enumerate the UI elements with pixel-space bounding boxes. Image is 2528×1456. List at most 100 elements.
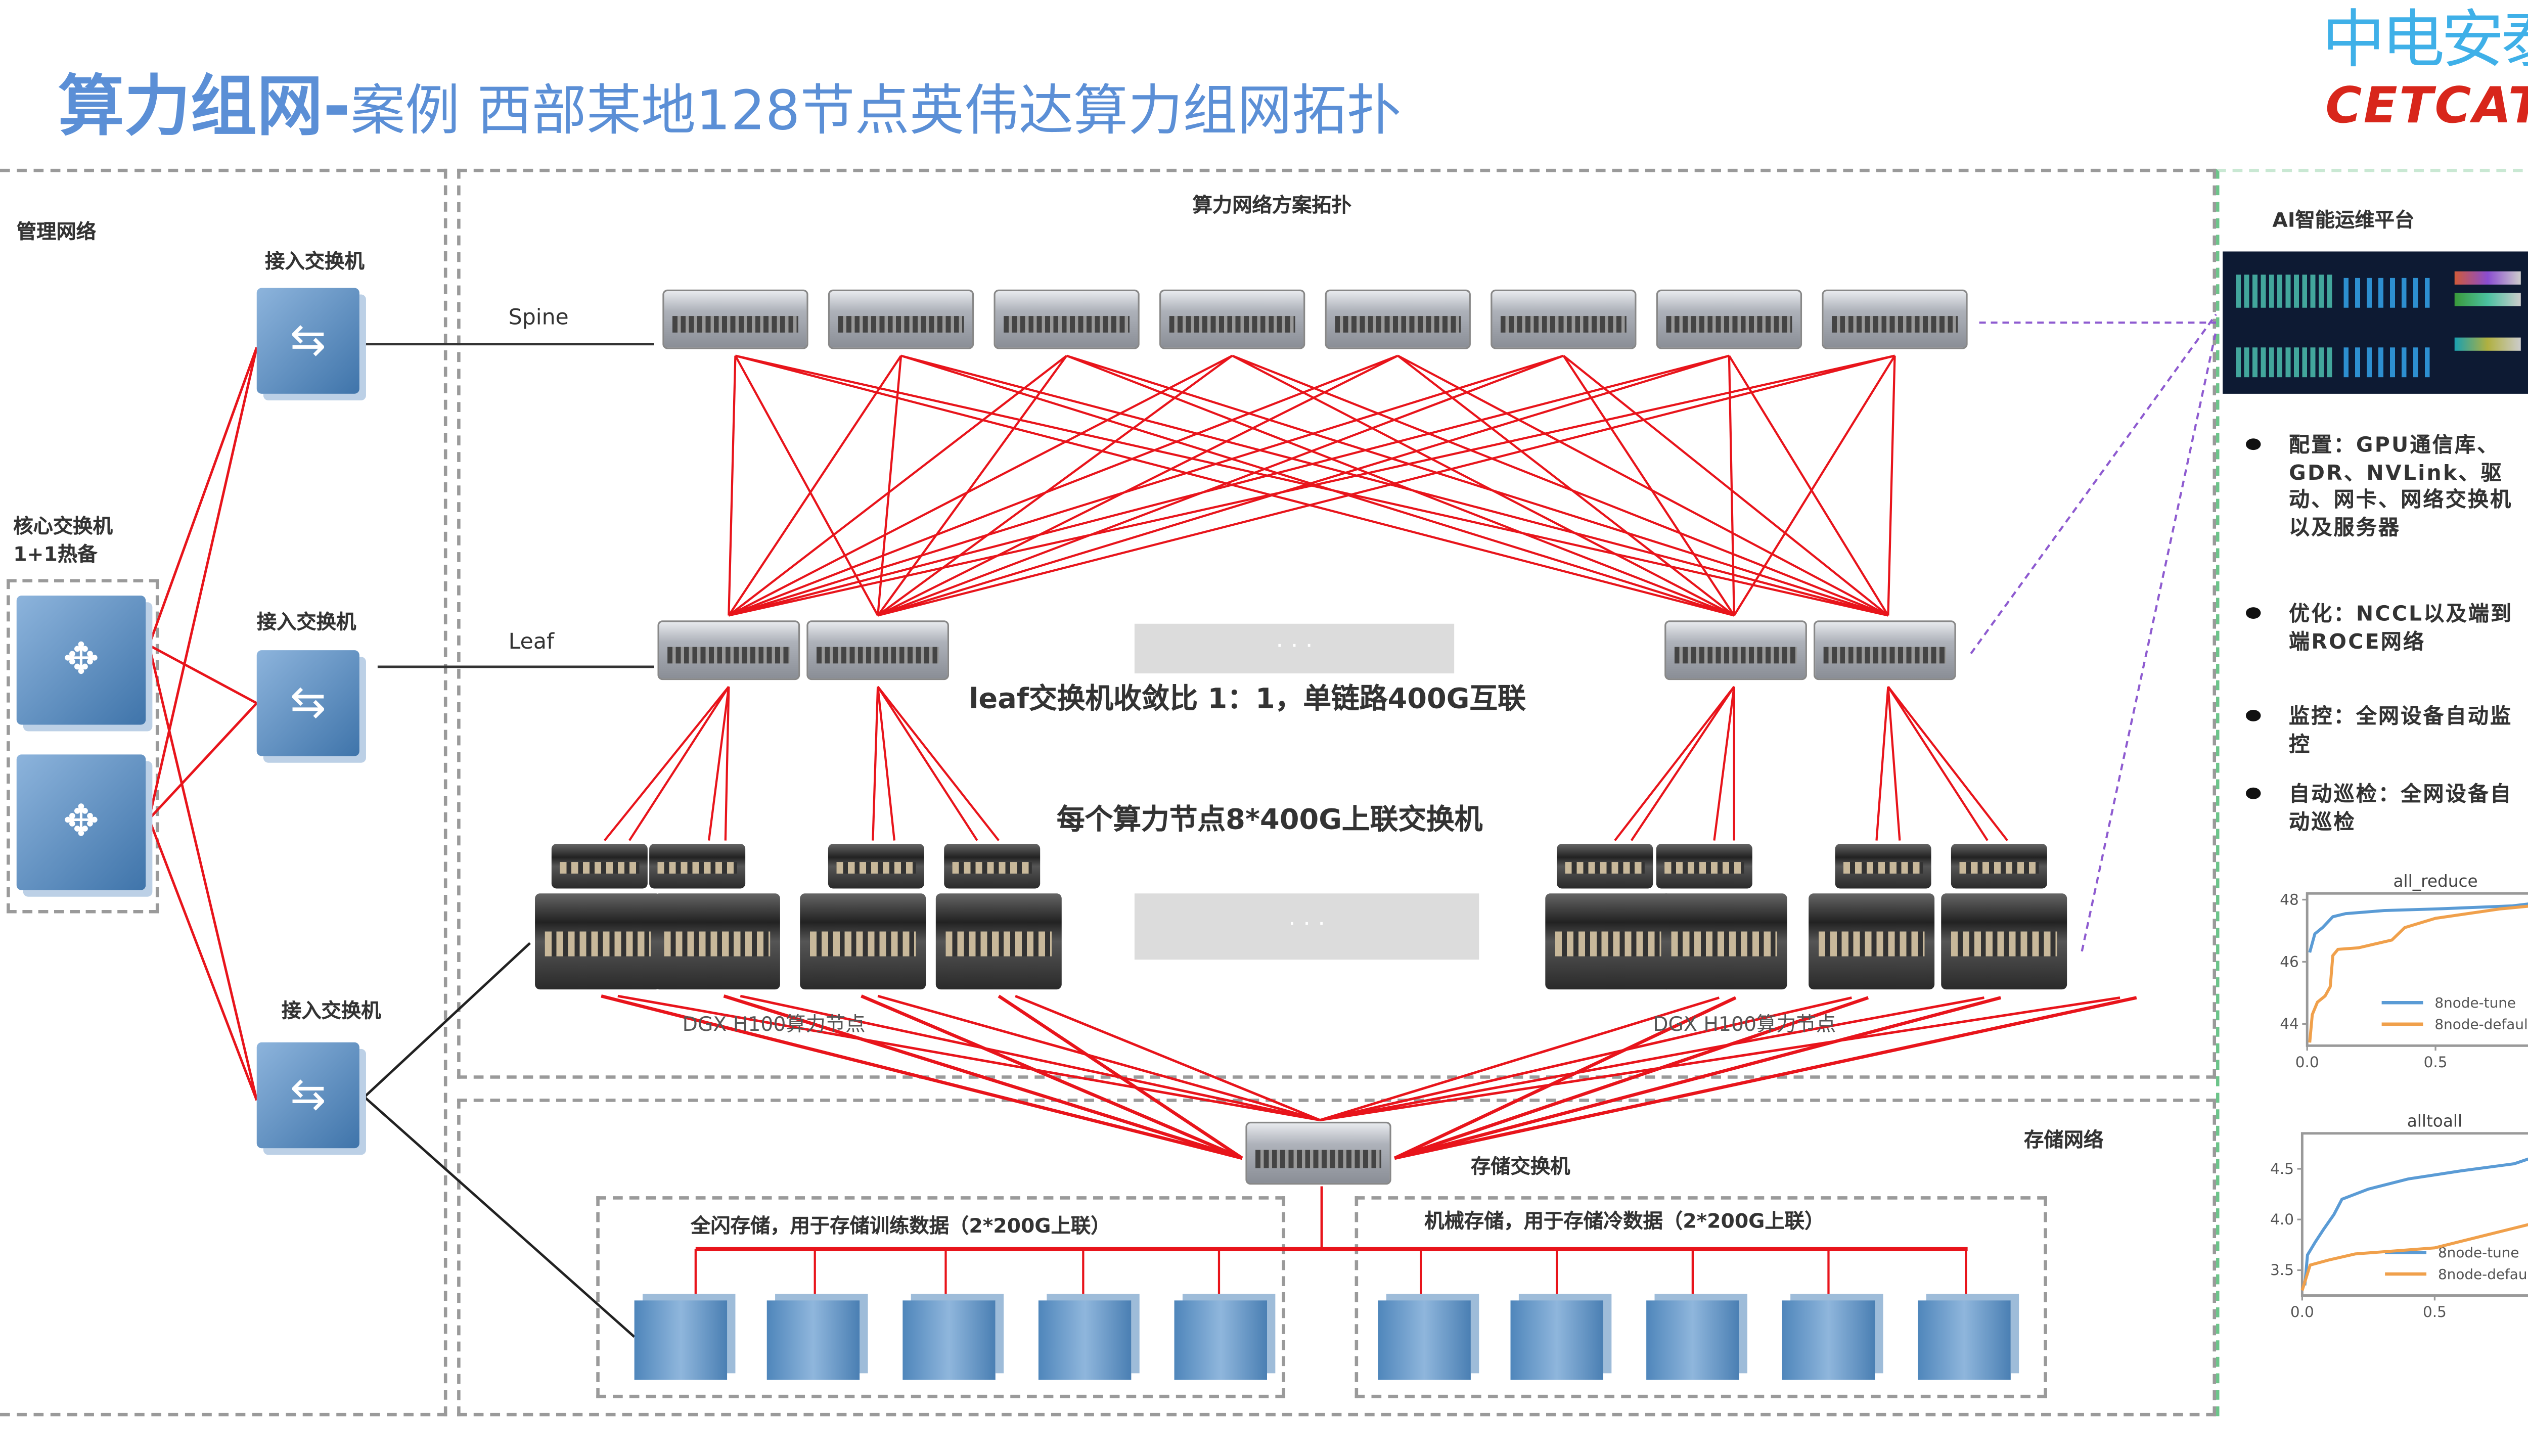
dgx-node-top xyxy=(649,844,746,889)
legend-label: 8node-default xyxy=(2434,1016,2528,1033)
dgx-node xyxy=(935,893,1062,990)
page-title: 算力组网-案例 西部某地128节点英伟达算力组网拓扑 xyxy=(58,66,1402,162)
y-tick-label: 46 xyxy=(2280,953,2299,970)
dgx-label-right: DGX H100算力节点 xyxy=(1653,1012,1836,1036)
storage-switch xyxy=(1245,1121,1391,1185)
management-region xyxy=(0,168,447,1417)
spine-leaf-link xyxy=(877,354,1398,617)
spine-switch xyxy=(1822,289,1968,349)
spine-leaf-link xyxy=(900,354,1888,617)
series-line-8node-default xyxy=(2308,904,2528,1043)
access-switch-icon: ⇆ xyxy=(256,650,359,756)
y-tick-label: 4.5 xyxy=(2270,1160,2294,1177)
dgx-storage-link xyxy=(1394,996,2002,1160)
series-line-8node-tune xyxy=(2308,902,2528,953)
dgx-node xyxy=(1809,893,1935,990)
dgx-storage-link xyxy=(723,994,1243,1160)
core-switch-group xyxy=(7,579,159,914)
dgx-node xyxy=(1661,893,1787,990)
storage-array xyxy=(1918,1300,2011,1380)
core-access-link xyxy=(148,702,258,820)
spine-leaf-link xyxy=(728,354,1895,617)
storage-region xyxy=(457,1099,2217,1417)
core-switch-icon: ✥ xyxy=(16,754,146,890)
y-tick-label: 4.0 xyxy=(2270,1211,2294,1228)
leaf-dgx-link xyxy=(628,686,730,841)
spine-leaf-link xyxy=(1563,354,1889,617)
title-bold: 算力组网- xyxy=(58,69,351,146)
storage-switch-label: 存储交换机 xyxy=(1470,1155,1570,1178)
dgx-storage-link xyxy=(1015,994,1321,1121)
storage-array xyxy=(634,1300,728,1380)
spine-leaf-link xyxy=(728,354,1564,617)
x-tick-label: 0.0 xyxy=(2290,1303,2314,1321)
legend-label: 8node-tune xyxy=(2438,1244,2519,1261)
logo-cn: 中电安泰 xyxy=(2322,3,2528,76)
dgx-storage-link xyxy=(1320,996,1852,1122)
leaf-dgx-link xyxy=(1887,686,1989,841)
bullet-dot-icon xyxy=(2245,438,2261,450)
storage-array xyxy=(1510,1300,1603,1380)
ai-panel-title: AI智能运维平台 xyxy=(2272,208,2415,232)
access-switch-icon: ⇆ xyxy=(256,1042,359,1149)
storage-array xyxy=(1038,1300,1132,1380)
spine-leaf-link xyxy=(1887,355,1896,616)
spine-leaf-link xyxy=(1733,355,1896,616)
spine-leaf-link xyxy=(877,354,1233,617)
spine-leaf-link xyxy=(1232,354,1735,617)
spine-leaf-link xyxy=(1066,354,1889,617)
performance-charts: all_reduce4446480.00.51.08node-tune8node… xyxy=(2270,872,2528,1321)
leaf-note: leaf交换机收敛比 1：1，单链路400G互联 xyxy=(969,683,1526,717)
spine-switch xyxy=(662,289,808,349)
spine-leaf-link xyxy=(728,354,1233,617)
core-label: 核心交换机 xyxy=(13,514,113,538)
dgx-node-top xyxy=(828,844,924,889)
dgx-node xyxy=(654,893,780,990)
x-tick-label: 0.0 xyxy=(2295,1054,2319,1071)
dgx-node xyxy=(1545,893,1672,990)
core-switch-icon: ✥ xyxy=(16,596,146,725)
dgx-node-top xyxy=(1951,844,2047,889)
leaf-dgx-link xyxy=(724,687,730,841)
logo-en: CETCAT xyxy=(2325,77,2528,136)
spine-leaf-link xyxy=(728,355,737,616)
spine-leaf-link xyxy=(877,355,1068,616)
spine-leaf-link xyxy=(877,355,902,616)
leaf-dgx-link xyxy=(877,686,978,841)
node-monitor-link xyxy=(2081,331,2218,952)
flash-storage-label: 全闪存储，用于存储训练数据（2*200G上联） xyxy=(691,1214,1111,1238)
storage-array xyxy=(766,1300,860,1380)
spine-leaf-link xyxy=(728,354,1730,617)
leaf-switch xyxy=(1814,620,1956,680)
ops-dashboard-thumbnail xyxy=(2223,251,2528,394)
dgx-storage-link xyxy=(998,994,1243,1160)
access-switch-label: 接入交换机 xyxy=(265,250,365,273)
core-access-link xyxy=(148,347,258,646)
dgx-storage-link xyxy=(740,994,1321,1122)
ai-ops-region xyxy=(2216,168,2528,1417)
dgx-node xyxy=(1941,893,2067,990)
leaf-ellipsis: · · · xyxy=(1134,623,1455,673)
hdd-storage-label: 机械存储，用于存储冷数据（2*200G上联） xyxy=(1424,1209,1825,1233)
y-tick-label: 3.5 xyxy=(2270,1261,2294,1279)
storage-array xyxy=(1782,1300,1875,1380)
dgx-storage-link xyxy=(601,994,1243,1160)
leaf-dgx-link xyxy=(1630,686,1735,841)
spine-leaf-link xyxy=(728,355,902,616)
spine-leaf-link xyxy=(1562,355,1735,616)
spine-leaf-link xyxy=(877,354,1895,617)
legend-label: 8node-tune xyxy=(2434,994,2516,1011)
spine-leaf-link xyxy=(1728,355,1735,616)
leaf-dgx-link xyxy=(1614,686,1735,841)
spine-switch xyxy=(1325,289,1471,349)
chart-title: alltoall xyxy=(2407,1112,2462,1131)
dgx-storage-link xyxy=(1320,996,1984,1122)
spine-leaf-link xyxy=(734,355,879,616)
spine-leaf-link xyxy=(1232,354,1889,617)
series-line-8node-tune xyxy=(2303,1157,2528,1286)
spine-switch xyxy=(1491,289,1637,349)
dgx-storage-link xyxy=(1320,996,2120,1122)
spine-label: Spine xyxy=(508,306,569,331)
leaf-dgx-link xyxy=(707,686,730,841)
bullet-dot-icon xyxy=(2245,607,2261,619)
